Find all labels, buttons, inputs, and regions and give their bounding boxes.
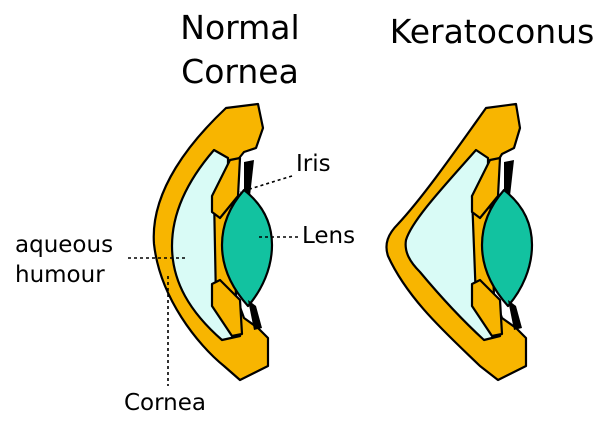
keratoconus-title: Keratoconus — [378, 15, 606, 48]
normal-cornea-title-line2: Cornea — [170, 55, 310, 88]
aqueous-humour-label-line2: humour — [15, 264, 105, 287]
normal-eye — [154, 104, 272, 380]
keratoconus-ciliary-upper — [504, 160, 514, 196]
aqueous-humour-label-line1: aqueous — [15, 234, 113, 257]
normal-cornea-title-line1: Normal — [170, 11, 310, 44]
lens-label: Lens — [302, 225, 355, 248]
iris-label: Iris — [296, 153, 331, 176]
cornea-label: Cornea — [124, 392, 206, 415]
keratoconus-eye — [386, 104, 532, 380]
